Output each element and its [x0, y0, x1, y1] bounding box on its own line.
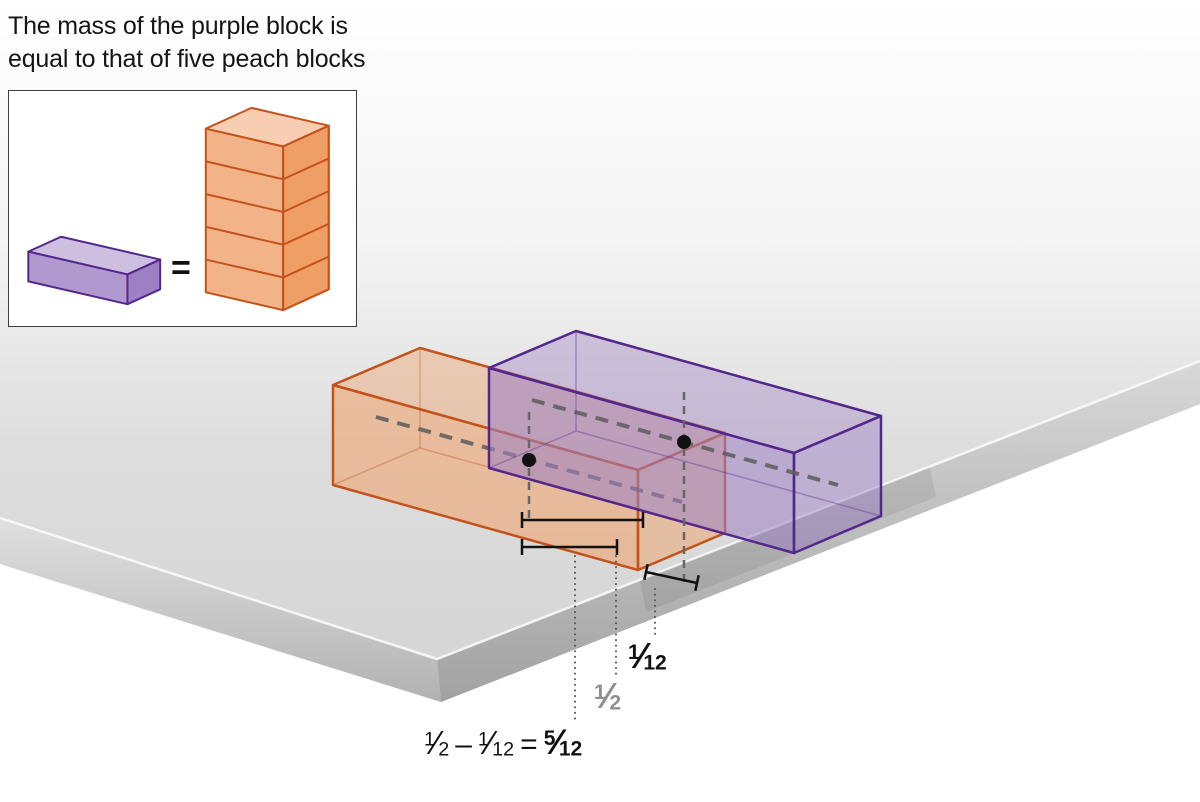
- one-twelfth-fraction: 1⁄12: [628, 636, 667, 676]
- stack-divider-side: [282, 222, 330, 246]
- label-one-twelfth: 1⁄12: [628, 636, 667, 677]
- minus-sign: –: [455, 728, 472, 761]
- formula-second-fraction: 1⁄12: [477, 725, 515, 762]
- peach-hidden-edge: [332, 447, 421, 486]
- fraction-numerator: 1: [594, 681, 606, 705]
- fraction-denominator: 12: [492, 738, 515, 761]
- fraction-slash: ⁄: [604, 676, 611, 716]
- fraction-denominator: 2: [609, 691, 622, 715]
- fraction-slash: ⁄: [487, 725, 494, 762]
- fraction-numerator: 1: [477, 728, 489, 751]
- legend-peach-stack: [204, 106, 330, 312]
- figure-caption: The mass of the purple block is equal to…: [8, 10, 366, 75]
- fraction-slash: ⁄: [638, 636, 645, 676]
- table-right-edge-face: [437, 361, 1200, 702]
- measurement-bracket-lower: [520, 539, 619, 555]
- table-edge-highlight: [0, 359, 1200, 661]
- fraction-numerator: 5: [543, 727, 556, 751]
- stack-divider-side: [282, 190, 330, 213]
- legend-stack-front-face: [204, 127, 285, 312]
- legend-purple-end-face: [126, 258, 162, 306]
- purple-hidden-edge: [575, 430, 882, 517]
- fraction-denominator: 12: [643, 651, 667, 675]
- equals-sign: =: [171, 249, 191, 287]
- purple-center-of-mass-dot: [677, 435, 691, 449]
- fraction-denominator: 2: [438, 738, 450, 761]
- legend-purple-block: [27, 235, 162, 306]
- measurement-bracket-upper: [520, 512, 645, 528]
- measurement-bracket-twelfth: [643, 563, 700, 592]
- peach-center-of-mass-dot: [522, 453, 536, 467]
- fraction-slash: ⁄: [553, 722, 560, 762]
- stack-divider: [205, 225, 284, 246]
- table-left-edge-face: [0, 518, 441, 702]
- caption-line-2: equal to that of five peach blocks: [8, 44, 366, 73]
- below-table-area: [0, 404, 1200, 802]
- stack-divider-side: [282, 157, 330, 181]
- purple-block: [487, 329, 883, 555]
- equals-sign-formula: =: [520, 728, 538, 761]
- fraction-numerator: 1: [628, 641, 640, 665]
- stack-divider-side: [282, 255, 330, 279]
- purple-hidden-edge: [488, 430, 577, 469]
- difference-formula: 1⁄2–1⁄12=5⁄12: [424, 722, 582, 763]
- stack-divider: [205, 160, 284, 181]
- legend-inset: =: [8, 90, 357, 327]
- formula-first-fraction: 1⁄2: [424, 725, 450, 762]
- legend-stack-side-shade: [282, 124, 330, 312]
- legend-inset-svg: [27, 106, 330, 312]
- one-half-fraction: 1⁄2: [594, 676, 622, 716]
- label-one-half: 1⁄2: [594, 676, 621, 717]
- formula-result-fraction: 5⁄12: [543, 722, 583, 762]
- stack-divider: [205, 193, 284, 213]
- caption-line-1: The mass of the purple block is: [8, 12, 348, 40]
- fraction-slash: ⁄: [433, 725, 440, 762]
- fraction-numerator: 1: [424, 728, 435, 751]
- stack-divider: [205, 258, 284, 279]
- fraction-denominator: 12: [558, 737, 583, 761]
